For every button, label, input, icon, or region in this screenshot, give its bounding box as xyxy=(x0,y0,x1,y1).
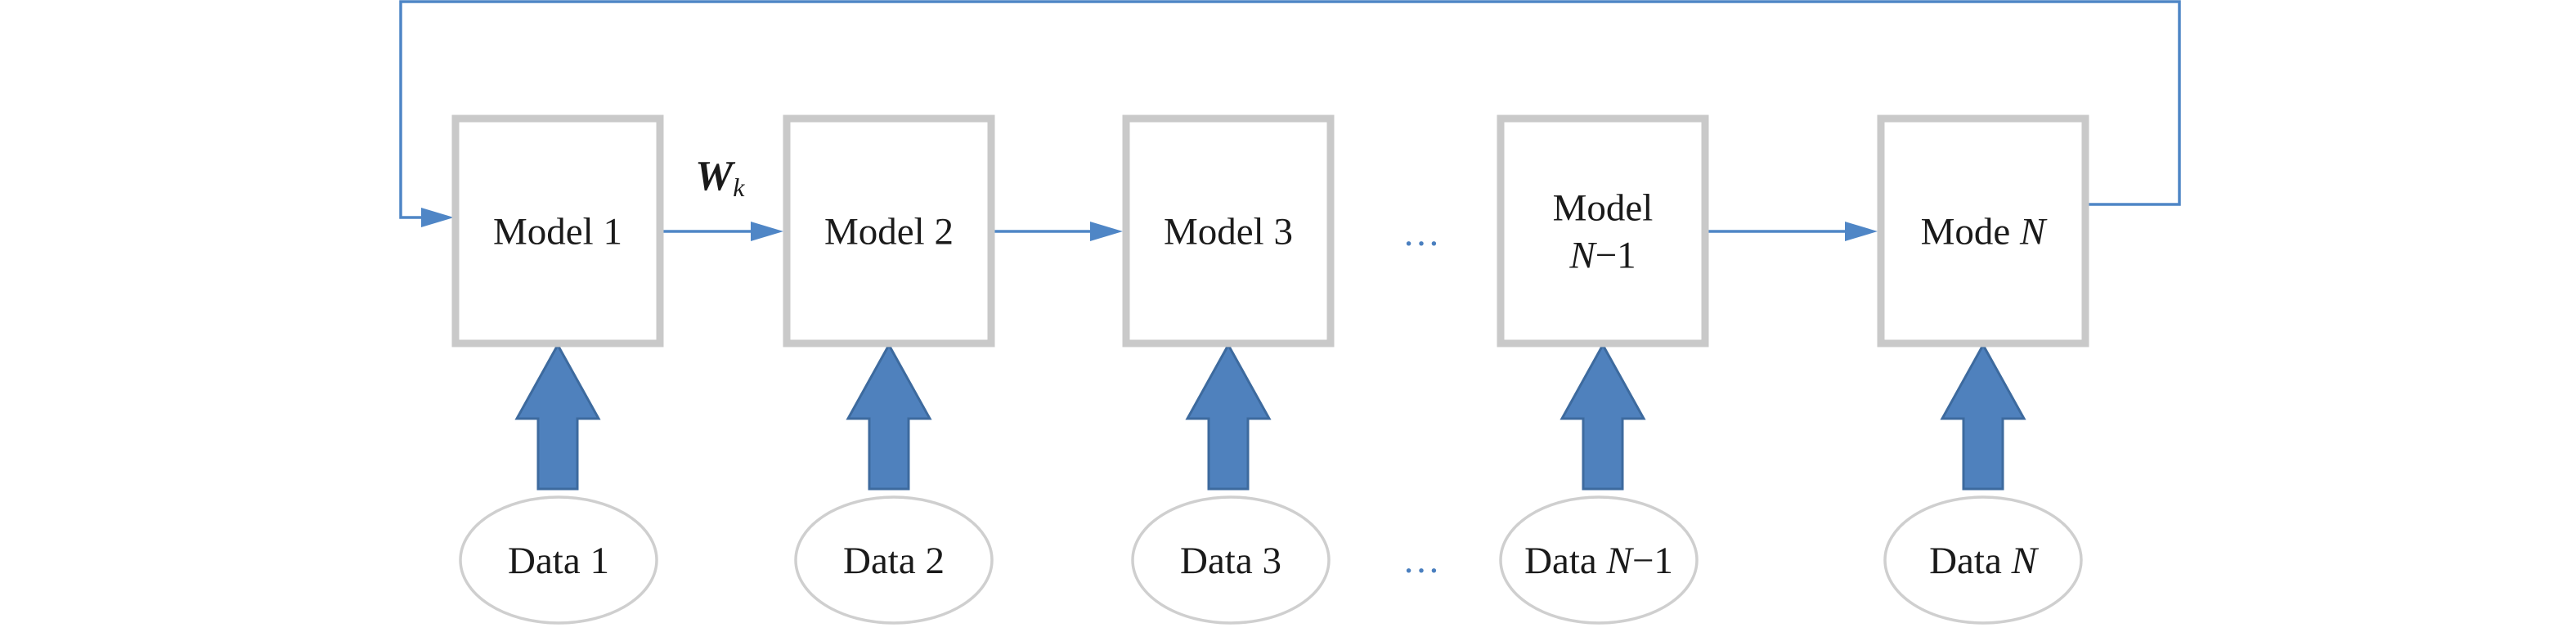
data-label-line-1: Data N−1 xyxy=(1524,540,1673,582)
weight-label: Wk xyxy=(695,153,745,202)
model-box-border xyxy=(1122,114,1335,347)
data-node-ellipse xyxy=(794,495,994,625)
model-label-line-1: Model 3 xyxy=(1164,211,1293,253)
model-label-line-2: N−1 xyxy=(1568,235,1636,277)
data-to-model-arrows xyxy=(514,342,2026,491)
data-label-text: N xyxy=(1606,540,1635,582)
weight-label-main: W xyxy=(695,153,736,199)
flow-arrow-2-3 xyxy=(994,222,1123,241)
data-node-4: Data N−1 xyxy=(1499,495,1699,625)
data-label-line-1: Data 2 xyxy=(843,540,945,582)
data-upload-arrow-1 xyxy=(514,342,601,491)
data-node-3: Data 3 xyxy=(1131,495,1331,625)
model-ellipsis: … xyxy=(1402,212,1440,253)
flow-arrow-1-2 xyxy=(663,222,783,241)
data-node-2: Data 2 xyxy=(794,495,994,625)
data-node-ellipse xyxy=(1883,495,2083,625)
data-upload-arrow-2 xyxy=(846,342,932,491)
model-label-text: Mode xyxy=(1921,211,2020,253)
feedback-loop-arrow xyxy=(399,0,2181,227)
data-upload-arrow-4 xyxy=(1560,342,1646,491)
data-label-text: Data xyxy=(1524,540,1606,582)
model-box-1: Model 1 xyxy=(451,114,664,347)
data-label-text: −1 xyxy=(1632,540,1673,582)
arrow-head xyxy=(751,222,783,241)
arrow-head xyxy=(1090,222,1123,241)
model-label-line-1: Model xyxy=(1553,187,1654,230)
model-label-text: Model 1 xyxy=(493,211,622,253)
data-label-line-1: Data 1 xyxy=(508,540,609,582)
model-box-border xyxy=(451,114,664,347)
weight-label-subscript: k xyxy=(733,173,745,202)
model-label-text: N xyxy=(2019,211,2048,253)
data-node-ellipse xyxy=(459,495,658,625)
data-label-text: Data xyxy=(1929,540,2011,582)
data-label-line-1: Data N xyxy=(1929,540,2039,582)
loop-path xyxy=(399,0,2181,219)
model-box-border xyxy=(783,114,995,347)
model-box-5: Mode N xyxy=(1877,114,2089,347)
model-label-line-1: Mode N xyxy=(1921,211,2048,253)
data-node-ellipse xyxy=(1499,495,1699,625)
data-label-text: Data 2 xyxy=(843,540,945,582)
model-box-2: Model 2 xyxy=(783,114,995,347)
flow-arrow-n1-n xyxy=(1708,222,1878,241)
model-label-text: Model xyxy=(1553,187,1654,230)
model-box-3: Model 3 xyxy=(1122,114,1335,347)
model-label-text: Model 3 xyxy=(1164,211,1293,253)
model-label-line-1: Model 1 xyxy=(493,211,622,253)
data-ellipsis: … xyxy=(1402,539,1440,580)
model-box-border xyxy=(1497,114,1709,347)
model-box-border xyxy=(1877,114,2089,347)
annotations: Wk … … xyxy=(695,153,1440,580)
arrow-head xyxy=(421,208,454,227)
data-upload-arrow-3 xyxy=(1185,342,1272,491)
data-label-text: Data 3 xyxy=(1180,540,1281,582)
model-label-text: N xyxy=(1568,235,1597,277)
model-label-text: −1 xyxy=(1595,235,1636,277)
data-node-1: Data 1 xyxy=(459,495,658,625)
flow-arrows xyxy=(399,0,2181,241)
model-label-line-1: Model 2 xyxy=(824,211,954,253)
arrow-head xyxy=(1845,222,1878,241)
data-upload-arrow-5 xyxy=(1940,342,2026,491)
data-node-ellipse xyxy=(1131,495,1331,625)
data-label-text: N xyxy=(2011,540,2040,582)
data-label-line-1: Data 3 xyxy=(1180,540,1281,582)
data-label-text: Data 1 xyxy=(508,540,609,582)
data-node-5: Data N xyxy=(1883,495,2083,625)
model-label-text: Model 2 xyxy=(824,211,954,253)
